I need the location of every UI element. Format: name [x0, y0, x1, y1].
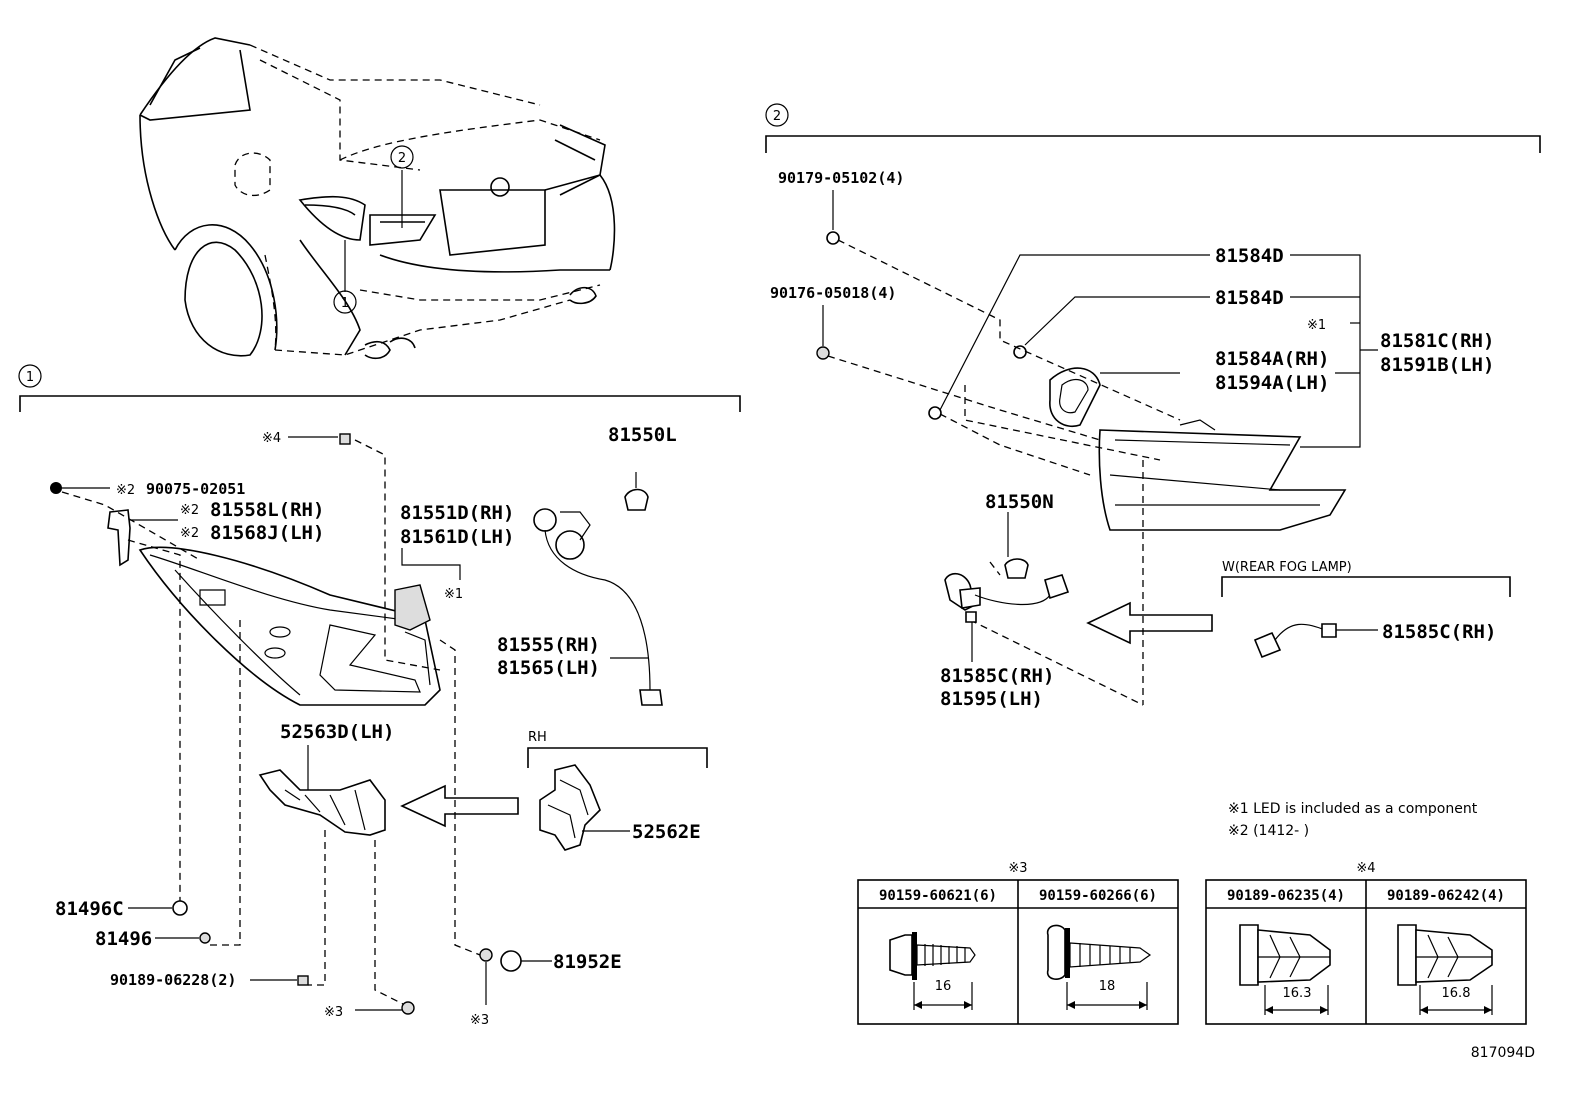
rh-bracket: [527, 747, 708, 768]
car-overview: [139, 37, 616, 360]
table-4: ※4 90189-06235(4) 90189-06242(4) 16.3 16…: [1205, 861, 1527, 1025]
bolt-90159-60621: [889, 932, 976, 980]
mark-2-a: ※2: [116, 483, 135, 498]
section-1: 1: [18, 364, 741, 1015]
nut-90176: [816, 346, 830, 360]
bracket-52562E: [539, 764, 630, 851]
clip-90189-06242: [1397, 924, 1493, 986]
label-rear-fog-lamp: W(REAR FOG LAMP): [1222, 560, 1352, 575]
table-4-col-2-part: 90189-06242(4): [1387, 888, 1505, 904]
label-81584D-b: 81584D: [1215, 287, 1284, 309]
gasket-81584A: [1049, 367, 1101, 427]
table-3-col-1-part: 90159-60621(6): [879, 888, 997, 904]
arrow-fog: [1086, 601, 1213, 645]
callout-2-text: 2: [398, 151, 406, 166]
label-90075-02051: 90075-02051: [146, 480, 245, 498]
label-81550L: 81550L: [608, 424, 677, 446]
table-4-col-2-dim: 16.8: [1442, 986, 1471, 1001]
clip-81496: [199, 932, 211, 944]
mark-1-lamp: ※1: [444, 587, 463, 602]
socket-harness-81555: [533, 472, 663, 706]
callout-2-car: 2: [390, 145, 414, 169]
bracket-52563D: [258, 745, 386, 836]
callout-1-car: 1: [333, 290, 357, 314]
note-2: ※2 (1412- ): [1228, 823, 1309, 839]
label-81585C-fog: 81585C(RH): [1382, 621, 1496, 643]
label-81585C: 81585C(RH): [940, 665, 1054, 687]
label-52562E: 52562E: [632, 821, 701, 843]
label-81584D-a: 81584D: [1215, 245, 1284, 267]
nut-90179: [826, 231, 840, 245]
fog-lamp-bracket: [1221, 576, 1511, 597]
retainer-81558L: [107, 509, 131, 567]
cap-81952E: [500, 950, 522, 972]
table-3: ※3 90159-60621(6) 90159-60266(6) 16 18: [857, 861, 1179, 1025]
bolt-90075: [50, 482, 62, 494]
label-81555: 81555(RH): [497, 634, 600, 656]
callout-1-text: 1: [341, 296, 349, 311]
label-52563D: 52563D(LH): [280, 721, 394, 743]
clip-90189-06235: [1239, 924, 1331, 986]
label-81550N: 81550N: [985, 491, 1054, 513]
label-81952E: 81952E: [553, 951, 622, 973]
mark-1-inner: ※1: [1307, 318, 1326, 333]
table-4-mark: ※4: [1356, 861, 1375, 876]
section-2-bracket: [765, 135, 1541, 153]
note-1: ※1 LED is included as a component: [1228, 801, 1478, 817]
label-81594A: 81594A(LH): [1215, 372, 1329, 394]
table-3-col-1-dim: 16: [935, 979, 952, 994]
bolt-90159-60266: [1046, 924, 1152, 980]
label-81558L: 81558L(RH): [210, 499, 324, 521]
grommet-81584D-a: [928, 406, 942, 420]
section-1-callout: 1: [26, 370, 34, 385]
mark-3-b: ※3: [470, 1013, 489, 1028]
drawing-id: 817094D: [1471, 1045, 1535, 1061]
section-2: 2: [765, 103, 1541, 706]
label-81496C: 81496C: [55, 898, 124, 920]
grommet-81584D-b: [1013, 345, 1027, 359]
harness-81585C-fog: [1253, 623, 1378, 659]
label-81595: 81595(LH): [940, 688, 1043, 710]
label-81551D: 81551D(RH): [400, 502, 514, 524]
clip-4: [339, 433, 351, 445]
screw-3-left: [401, 1001, 415, 1015]
mark-3-a: ※3: [324, 1005, 343, 1020]
arrow-rh: [400, 784, 519, 828]
label-81561D: 81561D(LH): [400, 526, 514, 548]
label-90176-05018: 90176-05018(4): [770, 284, 896, 302]
mark-2-b: ※2: [180, 503, 199, 518]
screw-3-right: [479, 948, 493, 962]
label-90179-05102: 90179-05102(4): [778, 169, 904, 187]
tail-lamp-outer: [138, 546, 441, 706]
label-81496: 81496: [95, 928, 152, 950]
label-81584A: 81584A(RH): [1215, 348, 1329, 370]
section-1-bracket: [19, 395, 741, 412]
mark-4: ※4: [262, 431, 281, 446]
table-3-col-2-part: 90159-60266(6): [1039, 888, 1157, 904]
label-90189-06228: 90189-06228(2): [110, 971, 236, 989]
mark-2-c: ※2: [180, 526, 199, 541]
label-81565: 81565(LH): [497, 657, 600, 679]
table-3-col-2-dim: 18: [1099, 979, 1116, 994]
nut-90189-06228: [297, 975, 309, 986]
table-3-mark: ※3: [1008, 861, 1027, 876]
section-2-callout: 2: [773, 109, 781, 124]
label-rh: RH: [528, 730, 547, 745]
table-4-col-1-part: 90189-06235(4): [1227, 888, 1345, 904]
socket-harness-81585C: [944, 512, 1070, 662]
table-4-col-1-dim: 16.3: [1283, 986, 1312, 1001]
label-81568J: 81568J(LH): [210, 522, 324, 544]
inner-lamp-81581C: [1098, 419, 1347, 531]
clip-81496C: [172, 900, 188, 916]
label-81591B: 81591B(LH): [1380, 354, 1494, 376]
label-81581C: 81581C(RH): [1380, 330, 1494, 352]
